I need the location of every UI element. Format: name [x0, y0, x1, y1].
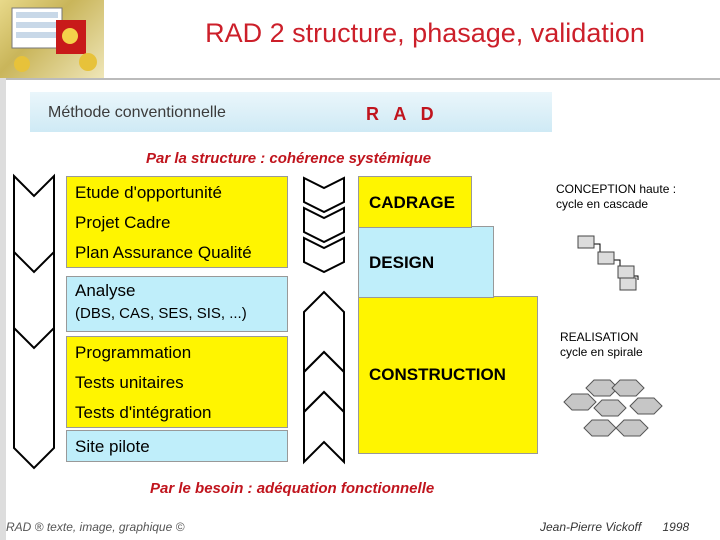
hexagon-icon [611, 379, 645, 397]
hexagon-icon [563, 393, 597, 411]
rad-label-cadrage: CADRAGE [369, 193, 455, 212]
logo-illustration-icon [11, 7, 97, 72]
logo-image [0, 0, 104, 78]
column-title-rad: R A D [366, 104, 439, 124]
cascade-step-icon [597, 251, 615, 265]
cascade-step-icon [577, 235, 595, 249]
chevron-down-icon [303, 236, 345, 274]
subtitle-besoin: Par le besoin : adéquation fonctionnelle [150, 480, 435, 497]
note-realisation-subtitle: cycle en spirale [560, 345, 643, 359]
rad-label-design: DESIGN [369, 253, 435, 272]
note-realisation-title: REALISATION [560, 330, 639, 344]
phase-box-analyse: Analyse (DBS, CAS, SES, SIS, ...) [66, 276, 288, 332]
chevron-down-icon [303, 206, 345, 244]
cascade-step-icon [617, 265, 635, 279]
slide-title: RAD 2 structure, phasage, validation [205, 18, 645, 48]
hexagon-icon [593, 399, 627, 417]
footer-author: Jean-Pierre Vickoff 1998 [540, 520, 689, 534]
item-tests-integration: Tests d'intégration [75, 403, 212, 422]
content-frame [0, 78, 720, 540]
item-tests-unitaires: Tests unitaires [75, 373, 184, 392]
item-paq: Plan Assurance Qualité [75, 243, 252, 262]
item-etude: Etude d'opportunité [75, 183, 222, 202]
footer-year: 1998 [662, 520, 690, 534]
header [0, 0, 720, 78]
cascade-cycle-diagram [577, 235, 639, 291]
left-chevron-column [13, 173, 55, 470]
rad-box-design: DESIGN [358, 226, 494, 298]
item-projet-cadre: Projet Cadre [75, 213, 171, 232]
subtitle-structure: Par la structure : cohérence systémique [146, 150, 432, 167]
column-title-conventional: Méthode conventionnelle [48, 104, 226, 121]
item-analyse: Analyse [75, 281, 136, 300]
phase-box-site-pilote: Site pilote [66, 430, 288, 462]
note-realisation: REALISATION cycle en spirale [560, 330, 643, 360]
phase-box-programmation: Programmation Tests unitaires Tests d'in… [66, 336, 288, 428]
middle-chevron-column [303, 176, 345, 465]
spiral-cycle-diagram [563, 379, 663, 437]
chevron-down-icon [13, 325, 55, 470]
item-analyse-detail: (DBS, CAS, SES, SIS, ...) [75, 305, 247, 322]
footer-author-name: Jean-Pierre Vickoff [540, 520, 642, 534]
note-conception-title: CONCEPTION haute : [556, 182, 677, 196]
hexagon-icon [583, 419, 617, 437]
cascade-step-icon [619, 277, 637, 291]
item-site-pilote: Site pilote [75, 437, 150, 456]
rad-label-construction: CONSTRUCTION [369, 365, 506, 384]
footer-copyright: RAD ® texte, image, graphique © [6, 520, 185, 534]
rad-box-construction: CONSTRUCTION [358, 296, 538, 454]
chevron-down-icon [303, 176, 345, 214]
note-conception: CONCEPTION haute : cycle en cascade [556, 182, 676, 212]
phase-box-etude: Etude d'opportunité Projet Cadre Plan As… [66, 176, 288, 268]
chevron-up-icon [303, 390, 345, 465]
hexagon-icon [615, 419, 649, 437]
hexagon-icon [629, 397, 663, 415]
columns-header-band [30, 92, 552, 132]
item-programmation: Programmation [75, 343, 192, 362]
note-conception-subtitle: cycle en cascade [556, 197, 649, 211]
left-rail [0, 78, 6, 540]
rad-box-cadrage: CADRAGE [358, 176, 472, 228]
